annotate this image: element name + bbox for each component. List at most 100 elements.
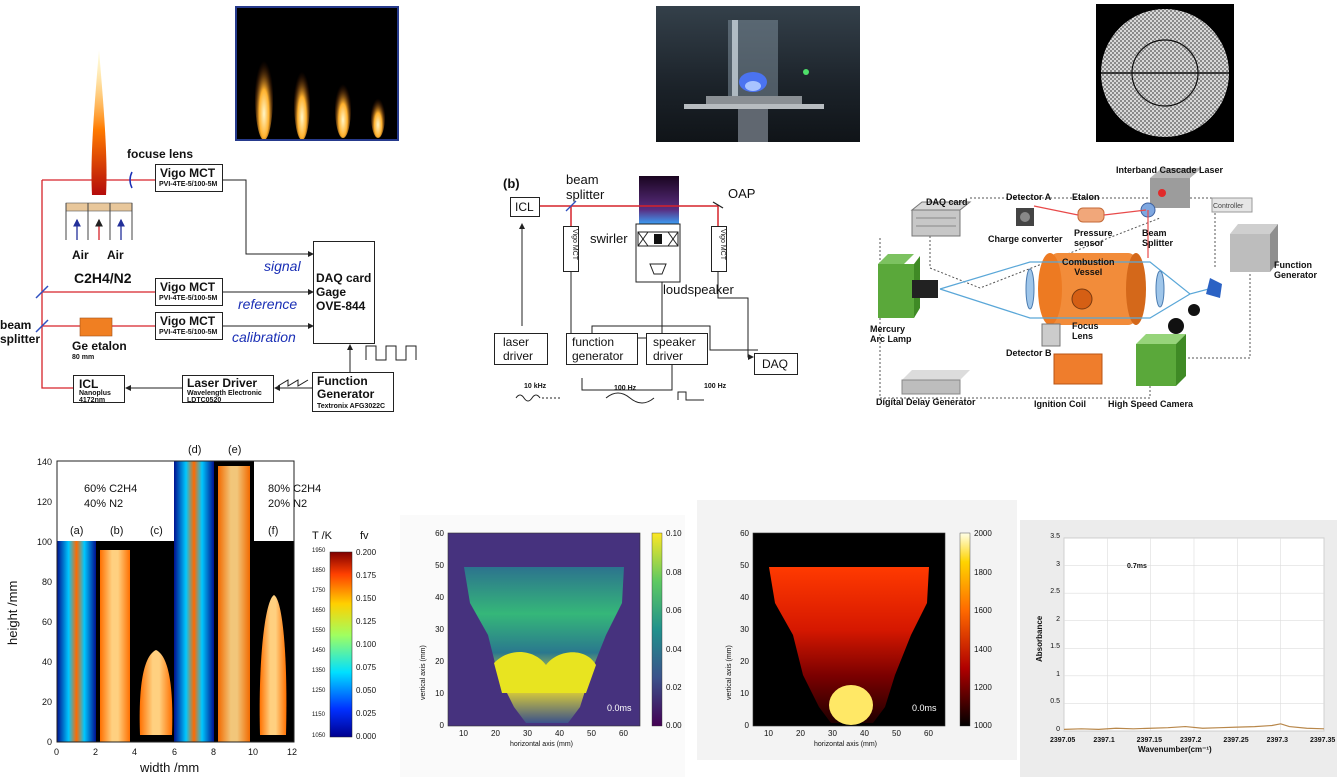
fv-tick: 0.150 bbox=[356, 594, 377, 603]
etalon-c-label: Etalon bbox=[1072, 192, 1100, 202]
vigo-left-box-b: Vigo MCT bbox=[563, 226, 579, 272]
icl-a-name: ICL bbox=[79, 377, 99, 391]
fv-tick: 0.050 bbox=[356, 686, 377, 695]
h1-ytick: 60 bbox=[435, 529, 444, 538]
vigo-bot-model: PVI-4TE-5/100-5M bbox=[159, 329, 218, 336]
h2-ytick: 10 bbox=[740, 689, 749, 698]
fv-tick: 0.075 bbox=[356, 663, 377, 672]
focus-lens-label: focuse lens bbox=[127, 147, 194, 161]
checker-target-photo bbox=[1096, 4, 1234, 142]
ge-etalon-name: Ge etalon bbox=[72, 339, 127, 353]
function-generator-box-a: Function Generator Textronix AFG3022C bbox=[312, 372, 394, 412]
daq-b-text: DAQ bbox=[762, 357, 789, 371]
t-tick: 1950 bbox=[312, 548, 326, 554]
panel-label-d: (d) bbox=[188, 444, 202, 456]
daq-line1: DAQ card bbox=[316, 271, 372, 285]
abs-ytick: 1 bbox=[1056, 670, 1060, 678]
t-tick: 1750 bbox=[312, 588, 326, 594]
fg-a-model: Textronix AFG3022C bbox=[317, 403, 386, 410]
t-tick: 1650 bbox=[312, 608, 326, 614]
h1-xlabel: horizontal axis (mm) bbox=[510, 741, 574, 748]
flame-xtick: 2 bbox=[93, 747, 99, 757]
mix-right-1: 80% C2H4 bbox=[268, 483, 322, 495]
fv-tick: 0.025 bbox=[356, 709, 377, 718]
vigo-top-model: PVI-4TE-5/100-5M bbox=[159, 181, 218, 188]
absorbance-chart bbox=[1063, 537, 1325, 732]
vigo-detector-top: Vigo MCT PVI-4TE-5/100-5M bbox=[155, 164, 223, 192]
h2-xtick: 40 bbox=[860, 729, 869, 738]
h1-time: 0.0ms bbox=[607, 703, 632, 713]
vigo-left-text: Vigo MCT bbox=[571, 229, 578, 260]
h2-xlabel: horizontal axis (mm) bbox=[814, 741, 878, 748]
h1-ytick: 30 bbox=[435, 625, 444, 634]
abs-annotation: 0.7ms bbox=[1127, 563, 1147, 570]
icl-a-maker: Nanoplus bbox=[79, 390, 111, 397]
abs-xtick: 2397.3 bbox=[1266, 737, 1289, 744]
absorbance-series-line bbox=[1063, 723, 1325, 730]
vigo-bot-name: Vigo MCT bbox=[160, 314, 216, 328]
panel-b-tag: (b) bbox=[503, 176, 520, 191]
fv-tick: 0.000 bbox=[356, 732, 377, 741]
h2-ytick: 30 bbox=[740, 625, 749, 634]
oap-label: OAP bbox=[728, 186, 756, 201]
h2-ytick: 0 bbox=[744, 721, 749, 730]
h2-cbar-tick: 2000 bbox=[974, 529, 992, 538]
fv-tick: 0.100 bbox=[356, 640, 377, 649]
abs-xtick: 2397.35 bbox=[1310, 737, 1336, 744]
calibration-label: calibration bbox=[232, 329, 296, 345]
abs-ytick: 2 bbox=[1056, 615, 1060, 623]
flame-xtick: 6 bbox=[172, 747, 178, 757]
beam-splitter-label-b: beam splitter bbox=[566, 172, 605, 202]
freq-10khz: 10 kHz bbox=[524, 383, 547, 390]
abs-ytick: 0.5 bbox=[1050, 698, 1060, 706]
vigo-mid-model: PVI-4TE-5/100-5M bbox=[159, 295, 218, 302]
function-generator-box-b: function generator bbox=[566, 333, 638, 365]
high-speed-camera-label: High Speed Camera bbox=[1108, 399, 1194, 409]
flame-ytick: 0 bbox=[46, 737, 52, 747]
h2-ytick: 60 bbox=[740, 529, 749, 538]
burner-drawing bbox=[684, 20, 824, 142]
mercury-lamp-label: Mercury Arc Lamp bbox=[870, 324, 912, 344]
h2-xtick: 30 bbox=[828, 729, 837, 738]
flame-xtick: 8 bbox=[211, 747, 217, 757]
focus-lens-c-label: Focus Lens bbox=[1072, 321, 1099, 341]
abs-xtick: 2397.2 bbox=[1180, 737, 1202, 744]
laser-driver-a-model: LDTC0520 bbox=[187, 397, 222, 404]
setup-a-lines bbox=[35, 50, 417, 391]
vigo-detector-mid: Vigo MCT PVI-4TE-5/100-5M bbox=[155, 278, 223, 306]
mix-right-2: 20% N2 bbox=[268, 498, 308, 510]
h1-cbar-tick: 0.02 bbox=[666, 683, 682, 692]
signal-label: signal bbox=[264, 258, 301, 274]
h1-xtick: 60 bbox=[619, 729, 628, 738]
flame-y-label: height /mm bbox=[5, 580, 20, 645]
abs-ytick: 3 bbox=[1056, 560, 1060, 568]
swirler-label: swirler bbox=[590, 231, 628, 246]
abs-xtick: 2397.25 bbox=[1223, 737, 1249, 744]
flame-x-label: width /mm bbox=[140, 760, 200, 775]
daq-box-b: DAQ bbox=[754, 353, 798, 375]
icl-b-text: ICL bbox=[515, 200, 534, 214]
t-tick: 1550 bbox=[312, 628, 326, 634]
h1-xtick: 40 bbox=[555, 729, 564, 738]
h1-ytick: 10 bbox=[435, 689, 444, 698]
t-tick: 1150 bbox=[312, 712, 325, 718]
flame-ytick: 80 bbox=[41, 577, 52, 587]
fv-tick: 0.200 bbox=[356, 548, 377, 557]
h2-ytick: 40 bbox=[740, 593, 749, 602]
detector-a-label: Detector A bbox=[1006, 192, 1052, 202]
abs-xlabel: Wavenumber(cm⁻¹) bbox=[1138, 745, 1212, 754]
vigo-detector-bot: Vigo MCT PVI-4TE-5/100-5M bbox=[155, 312, 223, 340]
flame-xtick: 12 bbox=[287, 747, 298, 757]
t-tick: 1050 bbox=[312, 733, 326, 739]
h2-xtick: 60 bbox=[924, 729, 933, 738]
temp-colorbar-title: T /K bbox=[312, 530, 332, 542]
flame-ytick: 20 bbox=[41, 697, 52, 707]
daq-card-box: DAQ card Gage OVE-844 bbox=[313, 241, 375, 344]
h1-cbar-tick: 0.06 bbox=[666, 606, 682, 615]
candle-flames-drawing bbox=[255, 52, 385, 139]
flame-xtick: 0 bbox=[54, 747, 60, 757]
beam-splitter-label-a: beam splitter bbox=[0, 318, 41, 346]
abs-ytick: 3.5 bbox=[1050, 533, 1060, 540]
mix-left-1: 60% C2H4 bbox=[84, 483, 138, 495]
vigo-top-name: Vigo MCT bbox=[160, 166, 216, 180]
